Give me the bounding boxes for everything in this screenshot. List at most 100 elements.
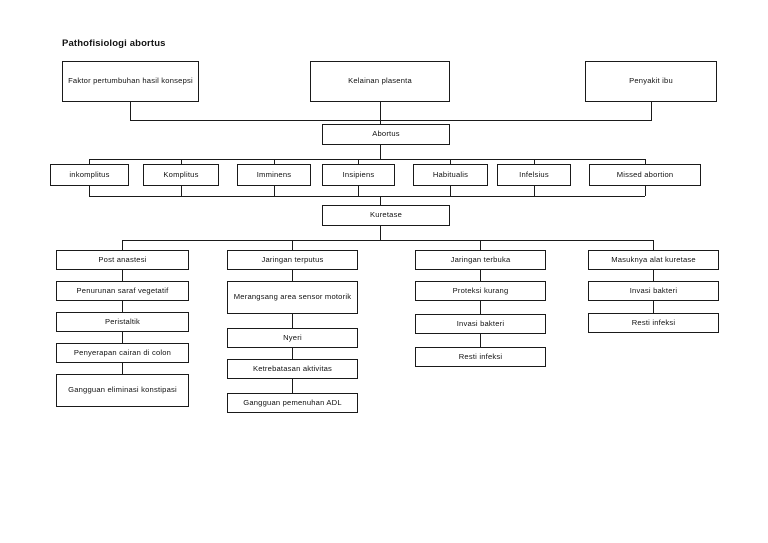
connector-b1-s1 xyxy=(122,270,124,281)
connector-type-3-out xyxy=(274,186,276,196)
node-type-infelsius: Infelsius xyxy=(497,164,571,186)
node-type-missed-abortion: Missed abortion xyxy=(589,164,701,186)
node-penurunan-saraf-vegetatif: Penurunan saraf vegetatif xyxy=(56,281,189,301)
node-nyeri: Nyeri xyxy=(227,328,358,348)
node-label: Nyeri xyxy=(283,332,302,342)
connector-type-1-out xyxy=(89,186,91,196)
node-type-inkomplitus: inkomplitus xyxy=(50,164,129,186)
connector-b2-s2 xyxy=(292,314,294,328)
connector-b2-s3 xyxy=(292,348,294,359)
node-label: Penurunan saraf vegetatif xyxy=(76,285,169,295)
node-penyerapan-cairan-colon: Penyerapan cairan di colon xyxy=(56,343,189,363)
node-gangguan-eliminasi-konstipasi: Gangguan eliminasi konstipasi xyxy=(56,374,189,407)
connector-type-3-drop xyxy=(274,159,276,165)
node-label: Resti infeksi xyxy=(631,317,676,327)
connector-b2-s1 xyxy=(292,270,294,281)
connector-cause-bus xyxy=(130,120,652,122)
node-label: Jaringan terputus xyxy=(261,254,324,264)
node-label: Kelainan plasenta xyxy=(348,76,412,86)
connector-type-2-drop xyxy=(181,159,183,165)
connector-type-5-drop xyxy=(450,159,452,165)
connector-cause1-down xyxy=(130,102,132,120)
node-resti-infeksi-branch4: Resti infeksi xyxy=(588,313,719,333)
node-label: Missed abortion xyxy=(616,169,674,179)
page-title: Pathofisiologi abortus xyxy=(62,38,166,49)
node-kuretase: Kuretase xyxy=(322,205,450,226)
connector-branch-4-drop xyxy=(653,240,655,250)
connector-types-bus xyxy=(89,159,645,161)
node-label: inkomplitus xyxy=(69,169,110,179)
node-invasi-bakteri-branch4: Invasi bakteri xyxy=(588,281,719,301)
node-type-habitualis: Habitualis xyxy=(413,164,488,186)
node-label: Masuknya alat kuretase xyxy=(611,254,696,264)
node-label: Abortus xyxy=(372,129,400,139)
node-kelainan-plasenta: Kelainan plasenta xyxy=(310,61,450,102)
node-label: Komplitus xyxy=(163,169,199,179)
connector-type-7-out xyxy=(645,186,647,196)
connector-b4-s1 xyxy=(653,270,655,281)
node-label: Kuretase xyxy=(370,210,402,220)
node-label: Peristaltik xyxy=(104,316,141,326)
node-label: Faktor pertumbuhan hasil konsepsi xyxy=(68,76,193,86)
connector-b3-s3 xyxy=(480,334,482,347)
connector-b4-s2 xyxy=(653,301,655,313)
connector-type-2-out xyxy=(181,186,183,196)
connector-type-5-out xyxy=(450,186,452,196)
connector-type-6-drop xyxy=(534,159,536,165)
connector-b2-s4 xyxy=(292,379,294,393)
node-label: Insipiens xyxy=(342,169,375,179)
connector-branch-2-drop xyxy=(292,240,294,250)
connector-kuretase-drop xyxy=(380,196,382,205)
node-ketrebatasan-aktivitas: Ketrebatasan aktivitas xyxy=(227,359,358,379)
connector-branch-3-drop xyxy=(480,240,482,250)
node-branch-jaringan-terputus: Jaringan terputus xyxy=(227,250,358,270)
node-abortus: Abortus xyxy=(322,124,450,145)
node-label: Jaringan terbuka xyxy=(450,254,511,264)
node-label: Gangguan eliminasi konstipasi xyxy=(68,385,177,395)
connector-type-7-drop xyxy=(645,159,647,165)
node-label: Imminens xyxy=(256,169,292,179)
node-merangsang-area-sensor-motorik: Merangsang area sensor motorik xyxy=(227,281,358,314)
connector-b3-s1 xyxy=(480,270,482,281)
connector-type-4-out xyxy=(358,186,360,196)
node-penyakit-ibu: Penyakit ibu xyxy=(585,61,717,102)
node-label: Habitualis xyxy=(432,169,469,179)
connector-type-6-out xyxy=(534,186,536,196)
node-peristaltik: Peristaltik xyxy=(56,312,189,332)
node-branch-jaringan-terbuka: Jaringan terbuka xyxy=(415,250,546,270)
node-branch-post-anastesi: Post anastesi xyxy=(56,250,189,270)
connector-cause3-down xyxy=(651,102,653,120)
node-label: Proteksi kurang xyxy=(452,285,509,295)
node-invasi-bakteri-branch3: Invasi bakteri xyxy=(415,314,546,334)
node-label: Penyerapan cairan di colon xyxy=(73,347,172,357)
node-label: Resti infeksi xyxy=(458,351,503,361)
connector-branch-bus xyxy=(122,240,653,242)
node-type-komplitus: Komplitus xyxy=(143,164,219,186)
connector-kuretase-bus xyxy=(89,196,645,198)
connector-type-4-drop xyxy=(358,159,360,165)
node-faktor-pertumbuhan: Faktor pertumbuhan hasil konsepsi xyxy=(62,61,199,102)
connector-cause2-down xyxy=(380,102,382,125)
node-label: Gangguan pemenuhan ADL xyxy=(243,397,342,407)
connector-type-1-drop xyxy=(89,159,91,165)
node-label: Merangsang area sensor motorik xyxy=(233,292,352,302)
node-label: Post anastesi xyxy=(98,254,147,264)
connector-abortus-down xyxy=(380,145,382,159)
node-label: Ketrebatasan aktivitas xyxy=(252,363,333,373)
connector-branch-1-drop xyxy=(122,240,124,250)
node-branch-masuknya-alat-kuretase: Masuknya alat kuretase xyxy=(588,250,719,270)
node-proteksi-kurang: Proteksi kurang xyxy=(415,281,546,301)
node-label: Infelsius xyxy=(519,169,549,179)
node-type-imminens: Imminens xyxy=(237,164,311,186)
connector-kuretase-down xyxy=(380,226,382,240)
node-label: Invasi bakteri xyxy=(629,285,678,295)
node-gangguan-pemenuhan-adl: Gangguan pemenuhan ADL xyxy=(227,393,358,413)
connector-b1-s3 xyxy=(122,332,124,343)
node-resti-infeksi-branch3: Resti infeksi xyxy=(415,347,546,367)
connector-b1-s4 xyxy=(122,363,124,374)
node-label: Invasi bakteri xyxy=(456,318,505,328)
connector-b3-s2 xyxy=(480,301,482,314)
connector-b1-s2 xyxy=(122,301,124,312)
node-type-insipiens: Insipiens xyxy=(322,164,395,186)
